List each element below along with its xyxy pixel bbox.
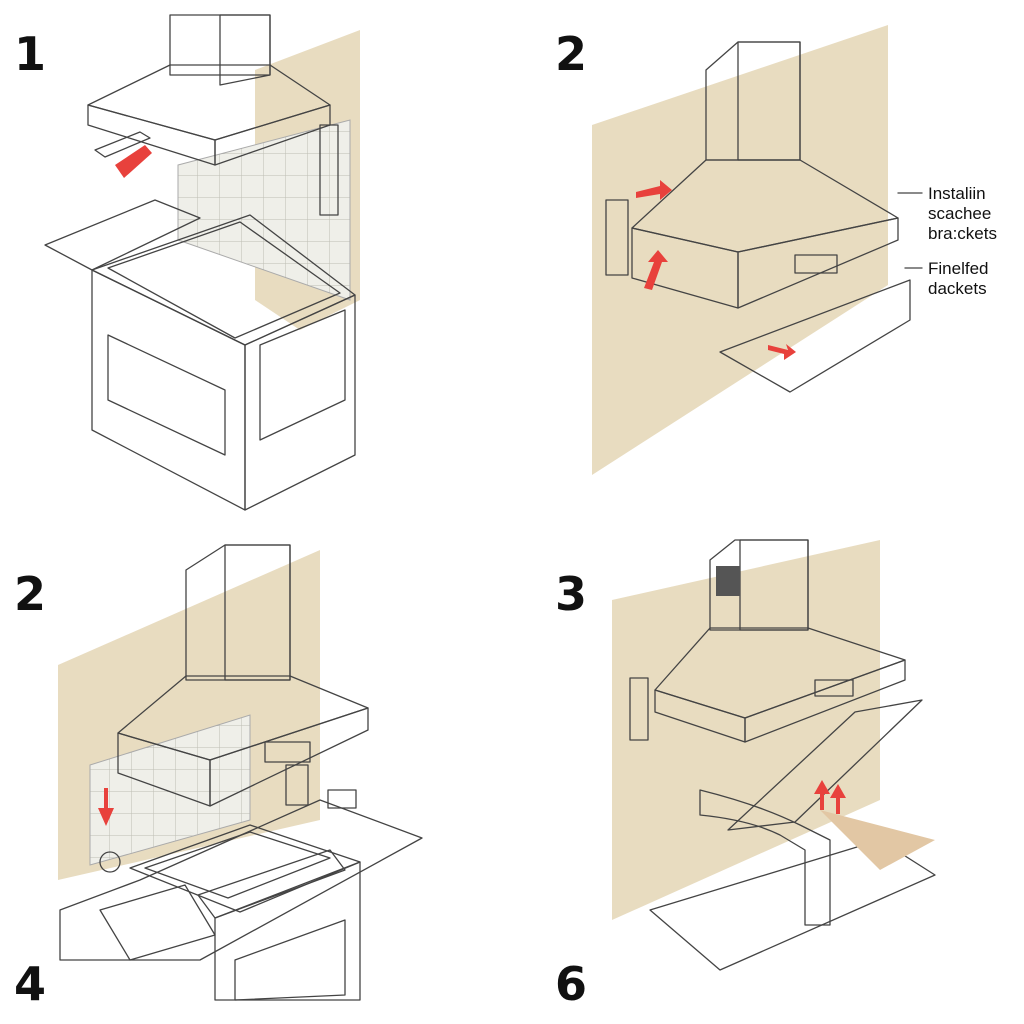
- panel-3: 2 4: [14, 544, 423, 1011]
- grease-filter: [727, 699, 923, 831]
- arrow-up-icon: [830, 784, 846, 814]
- tile-backsplash: [89, 714, 251, 866]
- pipe-fitting: [99, 851, 121, 873]
- tile-backsplash: [177, 119, 351, 301]
- oven-window: [107, 334, 226, 456]
- countertop: [820, 810, 935, 870]
- arrow-up-icon: [814, 780, 830, 810]
- griddle: [144, 831, 331, 899]
- callout-label: Finelfed: [928, 259, 988, 278]
- filter-sheet: [719, 279, 911, 393]
- wall-bracket: [94, 131, 151, 158]
- callout-label: bra:ckets: [928, 224, 997, 243]
- countertop: [44, 199, 201, 271]
- panel-2: 2 Instaliin scachee bra:ckets Finelfed d…: [555, 25, 997, 475]
- base-tray: [649, 839, 936, 971]
- wall: [592, 25, 888, 475]
- small-box: [327, 789, 357, 809]
- arrow-down-icon: [98, 788, 114, 826]
- cutting-board: [99, 884, 216, 961]
- step-number-6: 6: [555, 957, 587, 1011]
- wall-bracket: [605, 199, 629, 276]
- wall-bracket: [319, 124, 339, 216]
- panel-4: 3 6: [555, 539, 936, 1011]
- step-number-3: 2: [14, 567, 46, 621]
- arrow-right-icon: [768, 344, 796, 360]
- step-number-4: 4: [14, 957, 46, 1011]
- arrow-right-icon: [636, 180, 672, 200]
- panel-1: 1: [14, 14, 360, 511]
- countertop: [59, 799, 423, 961]
- vent-grille: [716, 566, 740, 596]
- range-hood: [117, 544, 369, 807]
- arrow-up-icon: [115, 145, 152, 178]
- side-handle: [259, 309, 346, 441]
- range-hood: [631, 41, 899, 309]
- step-number-2: 2: [555, 27, 587, 81]
- range-hood: [654, 539, 906, 743]
- step-number-1: 1: [14, 27, 46, 81]
- duct-pipe: [699, 789, 831, 926]
- callout-label: dackets: [928, 279, 987, 298]
- control-panel: [794, 254, 838, 274]
- wall: [612, 540, 880, 920]
- control-panel: [264, 741, 311, 763]
- duct-pipe: [285, 764, 309, 806]
- gas-range: [91, 214, 356, 511]
- callout-label: scachee: [928, 204, 991, 223]
- oven-window: [234, 919, 346, 1001]
- step-number-5: 3: [555, 567, 587, 621]
- gas-range: [129, 824, 361, 1001]
- arrow-up-icon: [644, 250, 668, 290]
- wall-bracket: [629, 677, 649, 741]
- callout-label: Instaliin: [928, 184, 986, 203]
- control-panel: [814, 679, 854, 697]
